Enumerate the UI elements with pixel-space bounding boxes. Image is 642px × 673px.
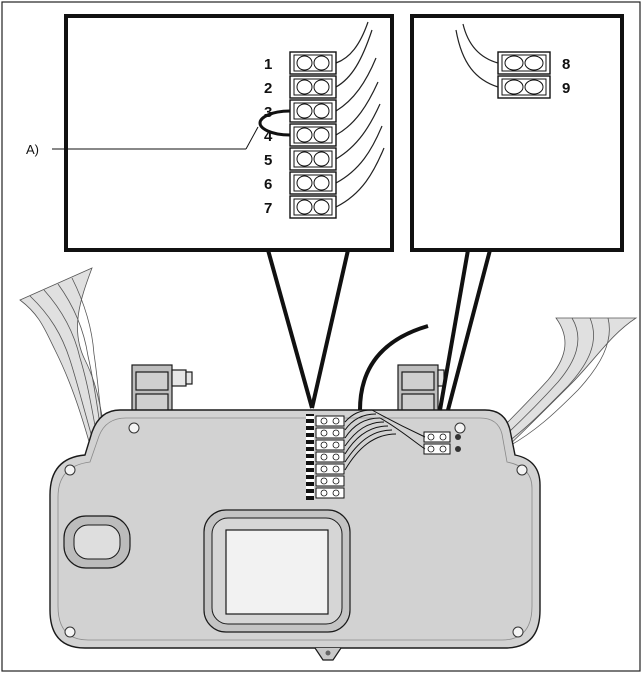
housing-terminal-8 <box>423 431 461 443</box>
terminal-2: 2 <box>264 75 337 99</box>
terminal-label-1: 1 <box>264 56 272 73</box>
housing-terminal-7 <box>315 487 345 499</box>
terminal-label-5: 5 <box>264 152 272 169</box>
mounting-clip-right <box>397 364 445 418</box>
detail-wires-right <box>455 23 499 88</box>
terminal-6: 6 <box>264 171 337 195</box>
terminal-4: 4 <box>264 123 337 147</box>
housing-terminal-5 <box>315 463 345 475</box>
housing-terminal-strip <box>306 414 345 500</box>
terminal-label-4: 4 <box>264 128 273 145</box>
callout-a: A) <box>26 126 259 157</box>
terminal-label-3: 3 <box>264 104 272 121</box>
terminal-label-6: 6 <box>264 176 272 193</box>
terminal-label-9: 9 <box>562 80 570 97</box>
display-screen <box>203 509 351 633</box>
housing-terminal-2 <box>315 427 345 439</box>
housing-screws <box>64 422 528 638</box>
housing-terminal-3 <box>315 439 345 451</box>
ribbon-cable-right <box>489 317 638 453</box>
jumper-wire <box>258 109 291 137</box>
terminal-block-left: 1 2 3 4 5 6 7 <box>264 51 337 219</box>
terminal-3: 3 <box>264 99 337 123</box>
oval-button <box>63 515 131 569</box>
terminal-label-8: 8 <box>562 56 570 73</box>
terminal-label-2: 2 <box>264 80 272 97</box>
housing-terminal-strip-right <box>423 431 461 455</box>
detail-box-left <box>64 14 394 409</box>
terminal-7: 7 <box>264 195 337 219</box>
terminal-8: 8 <box>497 51 570 75</box>
thick-cable <box>358 324 429 411</box>
terminal-5: 5 <box>264 147 337 171</box>
housing-terminal-1 <box>315 415 345 427</box>
detail-wires-left <box>335 21 385 208</box>
housing-wires <box>344 409 426 471</box>
mounting-clip-left <box>131 364 193 418</box>
housing-terminal-9 <box>423 443 461 455</box>
callout-label: A) <box>26 142 39 157</box>
terminal-1: 1 <box>264 51 337 75</box>
housing-terminal-6 <box>315 475 345 487</box>
ribbon-cable-left <box>19 267 107 446</box>
terminal-label-7: 7 <box>264 200 272 217</box>
housing-terminal-4 <box>315 451 345 463</box>
